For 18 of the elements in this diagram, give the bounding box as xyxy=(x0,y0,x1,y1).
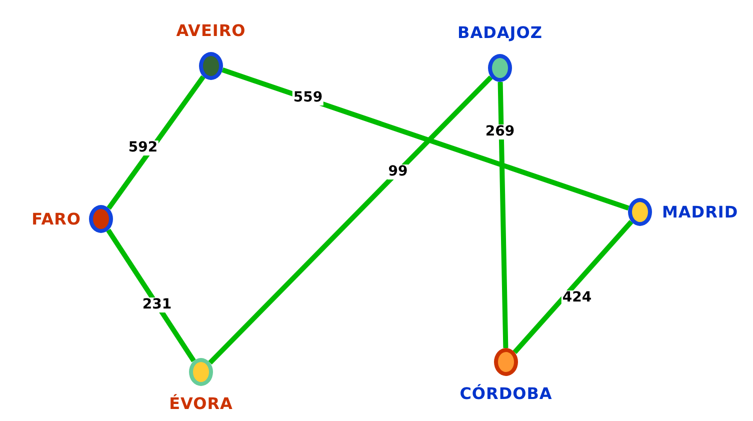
edge-label: 592 xyxy=(127,140,159,156)
city-label: CÓRDOBA xyxy=(460,384,552,403)
city-label: MADRID xyxy=(662,202,738,222)
connector-line xyxy=(222,68,630,210)
edge-label: 269 xyxy=(484,124,516,140)
connector-line xyxy=(106,75,206,210)
city-label: BADAJOZ xyxy=(458,23,542,42)
city-label: FARO xyxy=(32,210,81,228)
connector-line xyxy=(512,220,634,354)
connector-line xyxy=(106,228,196,362)
city-label: AVEIRO xyxy=(176,21,246,40)
edge-label: 559 xyxy=(292,90,324,106)
city-label: ÉVORA xyxy=(169,394,233,413)
connector-line xyxy=(208,75,493,365)
edge-label: 424 xyxy=(561,290,593,306)
edge-label: 231 xyxy=(141,298,173,312)
edge-label: 99 xyxy=(387,164,409,180)
connector-line xyxy=(498,82,508,348)
